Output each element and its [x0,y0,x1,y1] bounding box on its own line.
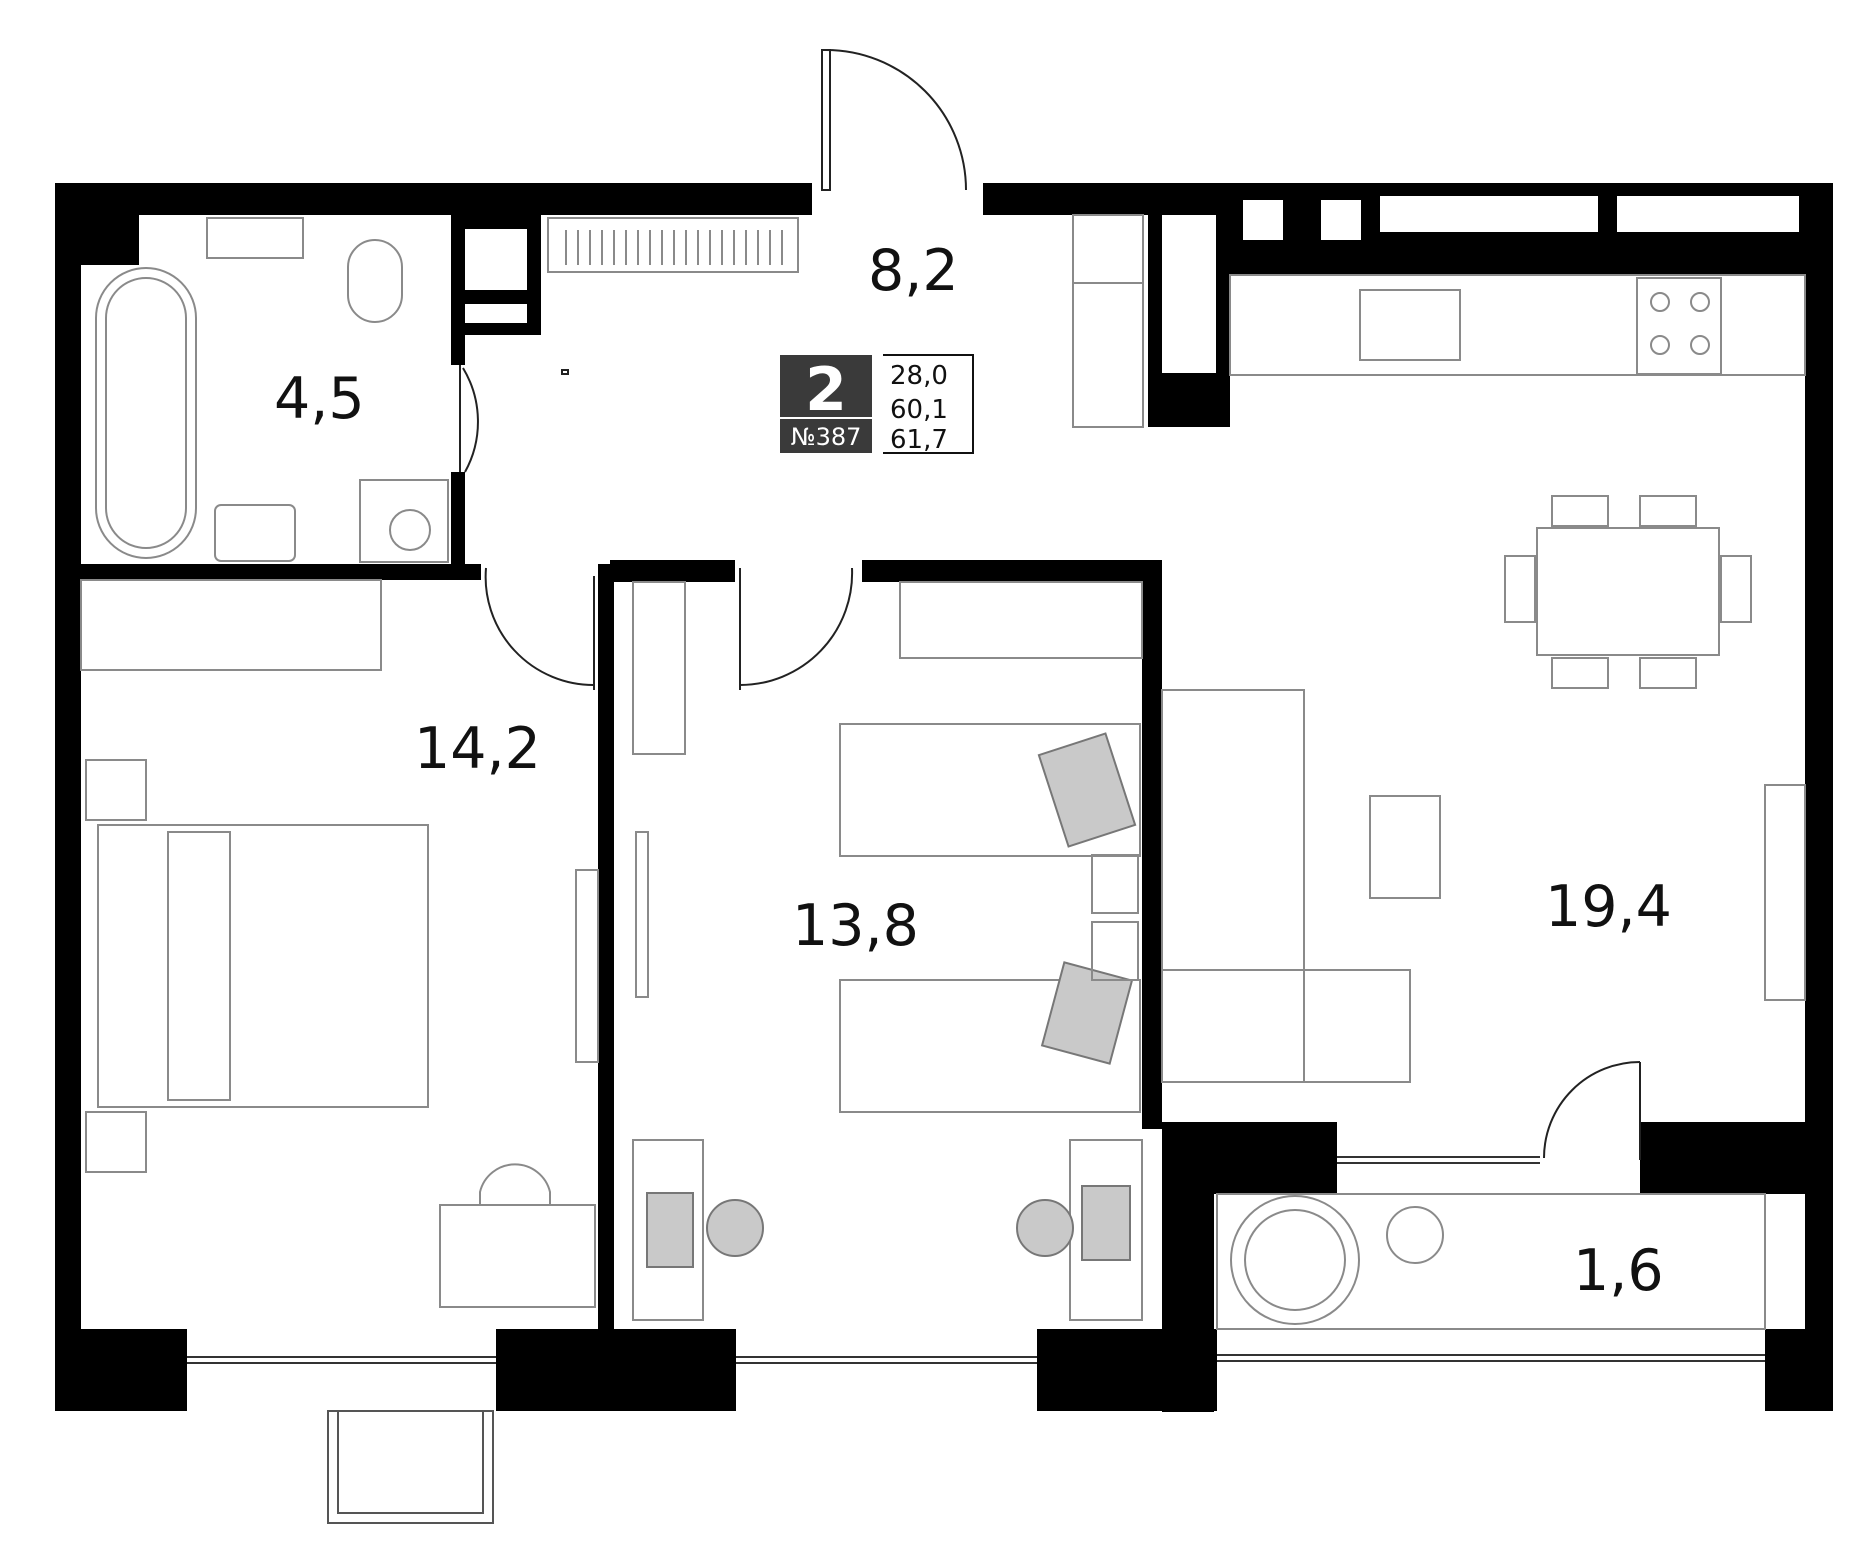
lounge-chair [1230,1195,1360,1325]
radiator-bedroom [80,579,382,671]
bed-bottom [839,979,1141,1113]
bed-top [839,723,1141,857]
apartment-badge: 2 №387 28,0 60,1 61,7 [780,354,974,455]
total-area: 60,1 [890,395,948,425]
toilet [347,239,403,323]
nightstand-bottom [85,1111,147,1173]
sink [214,504,296,562]
kitchen-counter [1229,274,1806,376]
wardrobe-kids [635,831,649,998]
kids-fixtures [632,581,1143,1321]
living-fixtures [1161,274,1806,1083]
radiator-hall [547,217,799,273]
windows [187,1124,1765,1409]
wardrobe-bedroom [575,869,599,1063]
entrance-door[interactable] [821,49,831,191]
doors [459,49,1641,1160]
room-label-bedroom: 14,2 [414,716,541,782]
balcony-outline [1216,1193,1766,1330]
shelf-kids [632,581,686,755]
room-label-balcony: 1,6 [1573,1238,1664,1304]
room-label-kids: 13,8 [792,893,919,959]
bathroom-fixtures [95,217,449,563]
kitchen-sink [1359,289,1461,361]
room-label-bathroom: 4,5 [274,366,365,432]
walls [55,183,1833,1412]
total-area-with-balcony: 61,7 [890,425,948,455]
side-table [1386,1206,1444,1264]
coffee-table [1369,795,1441,899]
room-label-hall: 8,2 [868,238,959,304]
dining-table [1536,527,1720,656]
room-label-living: 19,4 [1545,874,1672,940]
radiator-kids [899,581,1143,659]
desk-left [632,1139,704,1321]
wardrobe [1072,214,1144,428]
living-area: 28,0 [890,361,948,391]
bedroom-fixtures [80,579,599,1308]
room-labels: 8,2 4,5 14,2 13,8 19,4 1,6 [274,238,1672,1304]
hall-fixtures [547,214,1144,428]
desk-bedroom [439,1204,596,1308]
balcony-fixtures [1216,1193,1766,1330]
lower-balcony [327,1410,494,1524]
sofa [1161,689,1305,1083]
washing-machine [359,479,449,563]
double-bed [97,824,429,1108]
bathtub [95,267,197,559]
cooktop [1636,277,1722,375]
apartment-number: №387 [791,423,862,451]
nightstand-top [85,759,147,821]
tv-unit [1764,784,1806,1001]
rooms-count: 2 [805,355,847,425]
